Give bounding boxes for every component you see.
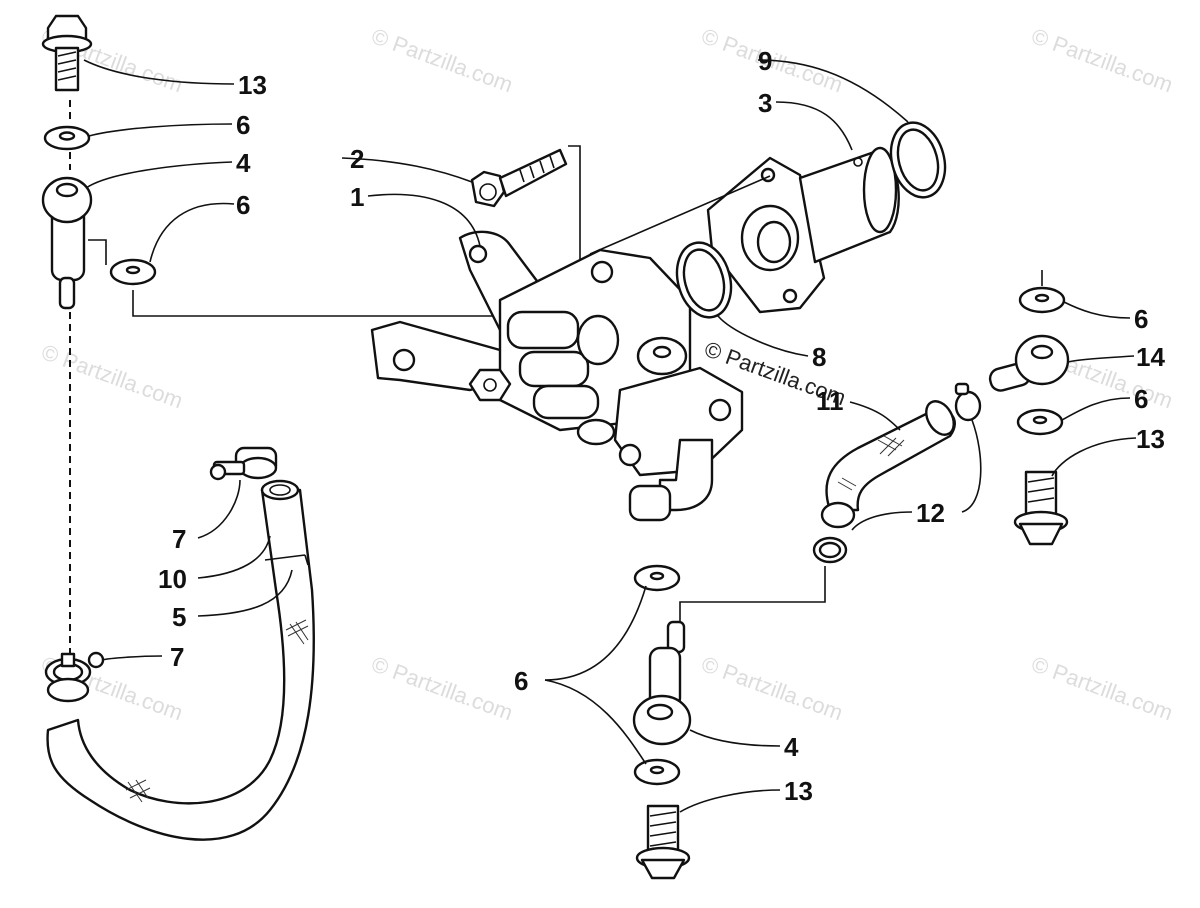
watermark: © Partzilla.com xyxy=(698,651,846,725)
callout-6-left-small: 6 xyxy=(236,190,250,220)
callout-3: 3 xyxy=(758,88,772,118)
bolt-13-top xyxy=(41,14,93,92)
washer-6-left-small xyxy=(109,258,157,286)
callout-13-top-left: 13 xyxy=(238,70,267,100)
callout-2: 2 xyxy=(350,144,364,174)
washer-6-right-top xyxy=(1018,286,1066,314)
bolt-2 xyxy=(470,148,568,208)
callout-11: 11 xyxy=(816,386,844,416)
callout-6-center: 6 xyxy=(514,666,528,696)
washer-6-right-bottom xyxy=(1016,408,1064,436)
callout-5: 5 xyxy=(172,602,186,632)
clamp-7-bottom xyxy=(44,651,105,703)
flange-ref-line xyxy=(589,175,771,255)
watermark: © Partzilla.com xyxy=(1028,651,1176,725)
hose-11 xyxy=(820,400,956,529)
watermark: © Partzilla.com xyxy=(38,339,186,413)
callout-12: 12 xyxy=(916,498,945,528)
oil-pump-body xyxy=(370,230,744,522)
clamp-12-top xyxy=(954,382,982,422)
bolt-13-center xyxy=(635,804,691,880)
bolt-13-right xyxy=(1013,470,1069,546)
banjo-fitting-14 xyxy=(988,334,1070,392)
callout-14: 14 xyxy=(1136,342,1165,372)
watermark: © Partzilla.com xyxy=(368,23,516,97)
clamp-12-bottom xyxy=(812,536,848,564)
banjo-fitting-4-center xyxy=(632,620,692,746)
ref-line-fitting xyxy=(679,566,826,650)
banjo-fitting-4-left xyxy=(41,176,93,310)
o-ring-8 xyxy=(675,241,733,319)
hose-5 xyxy=(46,479,315,841)
washer-6-center-top xyxy=(633,564,681,592)
clamp-7-top xyxy=(209,446,278,481)
watermark: © Partzilla.com xyxy=(1028,23,1176,97)
o-ring-9 xyxy=(889,121,947,199)
callout-6-right-top: 6 xyxy=(1134,304,1148,334)
watermark: © Partzilla.com xyxy=(368,651,516,725)
callout-4-left: 4 xyxy=(236,148,251,178)
pump-flange-3 xyxy=(706,146,900,314)
callout-9: 9 xyxy=(758,46,772,76)
washer-6-top-left xyxy=(43,125,91,151)
callout-labels: 13 6 4 6 2 1 7 10 5 7 9 3 8 11 12 6 14 6… xyxy=(158,46,1165,806)
callout-6-top-left: 6 xyxy=(236,110,250,140)
callout-10: 10 xyxy=(158,564,187,594)
callout-8: 8 xyxy=(812,342,826,372)
bolt-2-ref-line xyxy=(568,145,581,274)
callout-7-top: 7 xyxy=(172,524,186,554)
callout-13-center: 13 xyxy=(784,776,813,806)
washer-6-center-bottom xyxy=(633,758,681,786)
callout-1: 1 xyxy=(350,182,364,212)
callout-7-bottom: 7 xyxy=(170,642,184,672)
callout-13-right: 13 xyxy=(1136,424,1165,454)
leader-lines xyxy=(83,59,1137,813)
callout-4-center: 4 xyxy=(784,732,799,762)
callout-6-right-bottom: 6 xyxy=(1134,384,1148,414)
